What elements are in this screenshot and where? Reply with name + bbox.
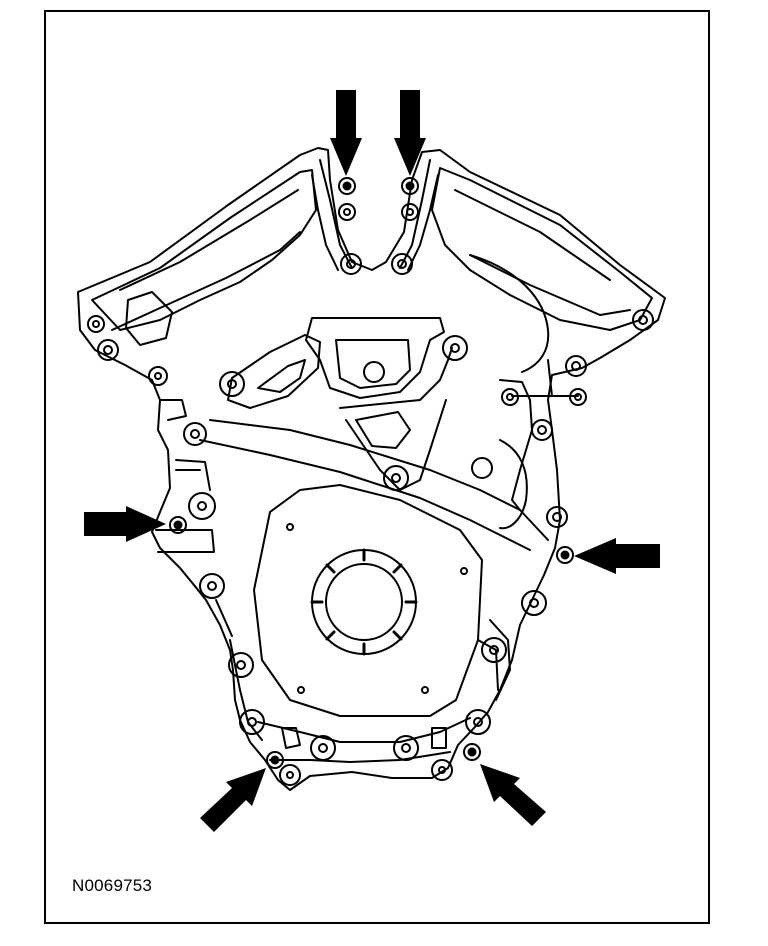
boss-14 <box>501 388 519 406</box>
right-link-rod <box>511 359 579 397</box>
left-side-tab-upper <box>159 399 187 421</box>
boss-28 <box>431 759 453 781</box>
central-bracket-hole <box>363 361 385 383</box>
boss-18 <box>188 492 216 520</box>
right-crescent <box>499 439 528 530</box>
left-bracket-arm <box>227 334 321 409</box>
left-bank-deck <box>91 169 317 331</box>
plate-dot-3 <box>297 686 305 694</box>
boss-8 <box>219 371 245 397</box>
central-bracket-window <box>335 339 411 389</box>
bottom-left-lug <box>281 727 301 749</box>
figure-id-label: N0069753 <box>72 876 153 895</box>
bolt-bosses <box>87 203 654 786</box>
crank-seal-inner <box>325 563 403 641</box>
bolt-bottom-right <box>463 743 481 761</box>
boss-3 <box>338 203 356 221</box>
plate-dot-1 <box>286 523 294 531</box>
boss-6 <box>97 339 119 361</box>
arrow-callout-bottom-left <box>200 768 266 832</box>
boss-25 <box>310 735 336 761</box>
right-v-rail <box>399 159 439 271</box>
boss-21 <box>481 637 507 663</box>
right-bank-arc <box>469 254 550 373</box>
right-lower-rib <box>477 619 511 701</box>
boss-9 <box>442 335 468 361</box>
crank-seal-tabs <box>310 548 418 656</box>
boss-1 <box>340 253 362 275</box>
timing-cover-plate <box>253 484 483 717</box>
target-bolts <box>169 177 574 769</box>
right-bank-deck <box>431 167 653 331</box>
central-bracket <box>305 317 445 399</box>
left-side-tab-lower <box>155 529 215 553</box>
arrow-callout-left <box>84 506 166 542</box>
left-bank-inner <box>111 189 301 331</box>
boss-15 <box>569 388 587 406</box>
left-side-ridge <box>175 459 211 491</box>
boss-11 <box>383 465 409 491</box>
bottom-rail <box>257 717 471 763</box>
right-small-plug <box>471 457 493 479</box>
boss-23 <box>239 709 265 735</box>
plate-dot-2 <box>460 567 468 575</box>
boss-10 <box>183 422 207 446</box>
center-lower-arm <box>339 347 453 491</box>
upper-crossbar-lower <box>199 439 531 551</box>
boss-19 <box>199 573 225 599</box>
boss-27 <box>279 764 301 786</box>
left-v-rail <box>311 159 353 271</box>
arrow-callout-top-left <box>330 90 362 176</box>
plate-dot-4 <box>421 686 429 694</box>
boss-20 <box>521 590 547 616</box>
bolt-bottom-left <box>266 751 284 769</box>
boss-5 <box>87 315 105 333</box>
cover-outline <box>77 147 666 791</box>
boss-24 <box>465 709 491 735</box>
boss-7 <box>148 366 168 386</box>
arrow-callout-bottom-right <box>480 764 546 826</box>
left-bracket-arm-inner <box>257 359 306 393</box>
boss-2 <box>391 253 413 275</box>
boss-16 <box>531 419 553 441</box>
right-bank-inner <box>454 189 631 316</box>
bottom-right-lug <box>431 727 447 749</box>
boss-22 <box>228 652 254 678</box>
bolt-top-left <box>338 177 356 195</box>
upper-crossbar <box>209 419 549 541</box>
center-lower-window <box>355 411 411 449</box>
left-pocket <box>125 291 173 346</box>
bolt-left <box>169 516 187 534</box>
boss-12 <box>632 309 654 331</box>
boss-26 <box>393 735 419 761</box>
bolt-right <box>556 546 574 564</box>
arrow-callout-top-right <box>394 90 426 176</box>
boss-4 <box>401 203 419 221</box>
left-lower-rib <box>215 599 263 741</box>
arrow-callout-right <box>574 538 660 574</box>
boss-13 <box>565 355 587 377</box>
bolt-top-right <box>401 177 419 195</box>
boss-17 <box>546 506 568 528</box>
